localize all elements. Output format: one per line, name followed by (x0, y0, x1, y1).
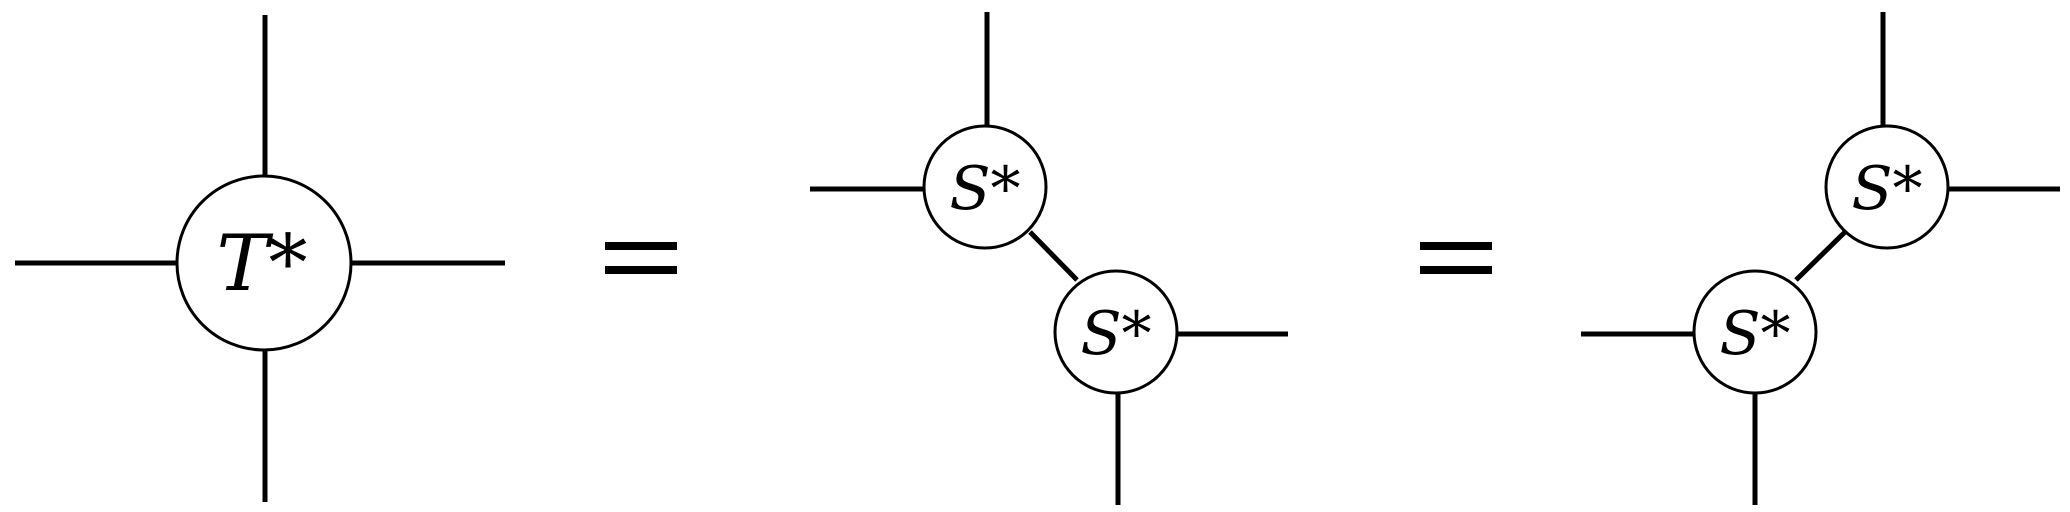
lhs-tensor-node (175, 174, 353, 352)
decomp2-bond (1794, 230, 1847, 282)
lhs-tensor-group: T* (15, 15, 505, 502)
equals-1-top-bar (605, 242, 677, 250)
decomp2-lower-tensor-label: S* (1719, 299, 1790, 369)
equals-sign-2 (1420, 242, 1492, 274)
decomp2-upper-tensor-label: S* (1851, 154, 1922, 224)
decomp2-lower-tensor-node (1692, 269, 1818, 395)
decomposition-2-group: S* S* (1581, 12, 2060, 505)
decomp1-bond (1028, 230, 1079, 282)
decomp1-upper-tensor-node (922, 124, 1048, 250)
decomp2-upper-tensor-node (1824, 124, 1950, 250)
decomposition-1-group: S* S* (810, 12, 1288, 505)
decomp1-lower-tensor-node (1053, 269, 1179, 395)
equals-1-bottom-bar (605, 266, 677, 274)
lhs-tensor-label: T* (216, 219, 307, 309)
decomp1-upper-tensor-label: S* (949, 154, 1020, 224)
equals-2-top-bar (1420, 242, 1492, 250)
equals-2-bottom-bar (1420, 266, 1492, 274)
decomp1-lower-tensor-label: S* (1080, 299, 1151, 369)
equals-sign-1 (605, 242, 677, 274)
